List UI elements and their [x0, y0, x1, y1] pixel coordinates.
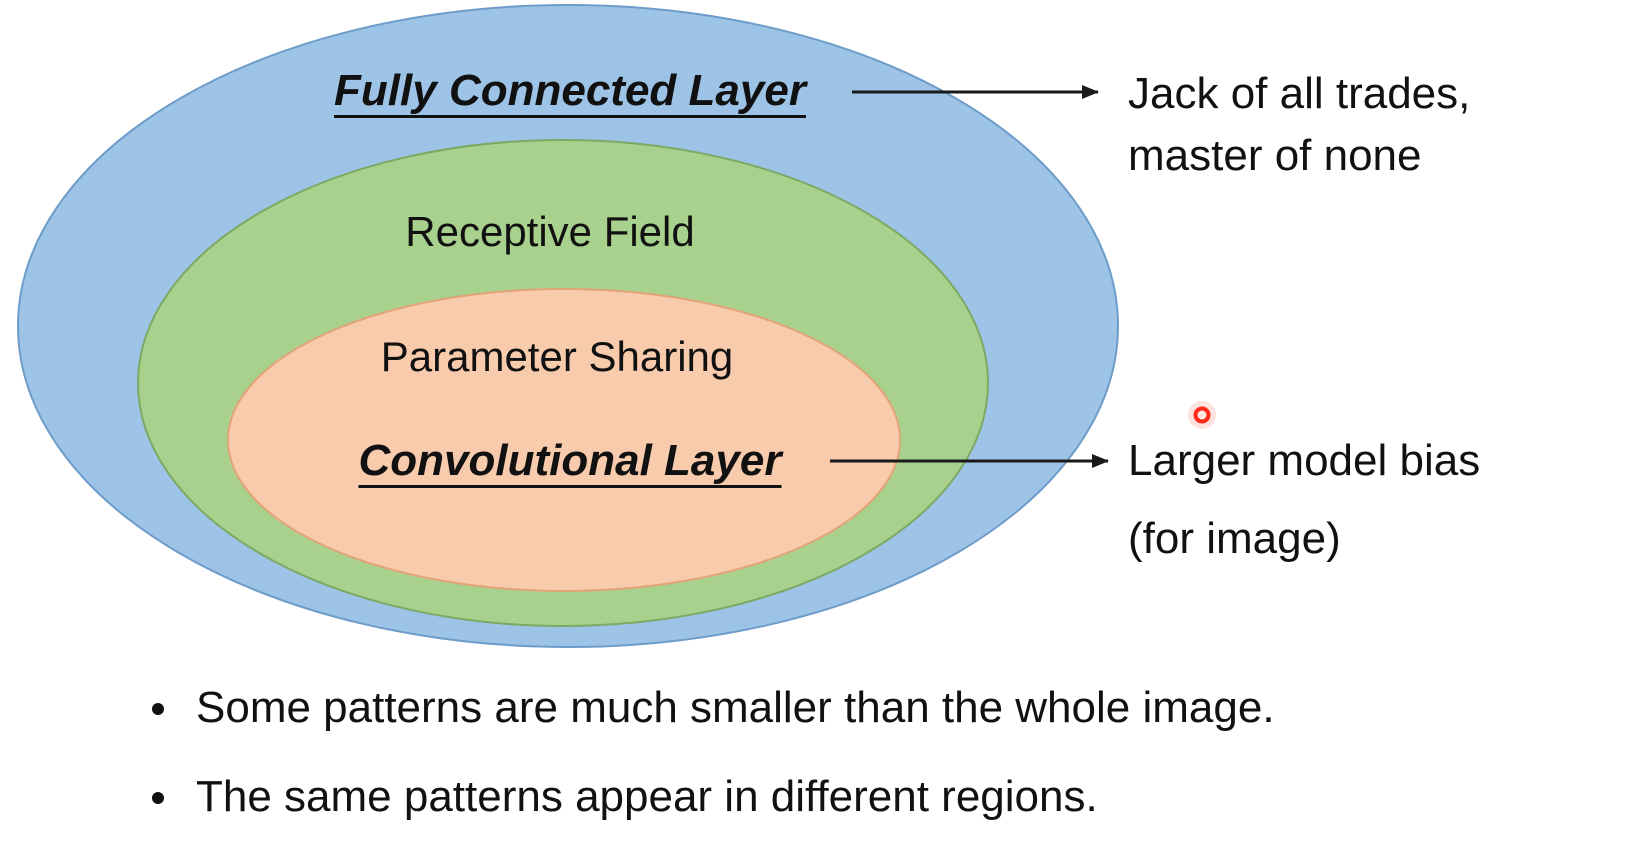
bullet-list: Some patterns are much smaller than the … [150, 682, 1275, 860]
conv-annotation-line1: Larger model bias [1128, 436, 1481, 485]
conv-annotation: Larger model bias (for image) [1128, 430, 1480, 571]
fully-connected-label: Fully Connected Layer [334, 66, 806, 115]
conv-annotation-line2: (for image) [1128, 514, 1341, 564]
bullet-item: The same patterns appear in different re… [150, 771, 1275, 824]
fc-annotation-line2: master of none [1128, 131, 1422, 181]
fc-annotation-line1: Jack of all trades, [1128, 69, 1471, 118]
parameter-sharing-label: Parameter Sharing [380, 333, 734, 380]
bullet-item: Some patterns are much smaller than the … [150, 682, 1275, 735]
laser-pointer-dot [1188, 401, 1216, 429]
fc-annotation: Jack of all trades, master of none [1128, 63, 1470, 188]
convolutional-ellipse [227, 288, 901, 592]
convolutional-label: Convolutional Layer [358, 436, 782, 485]
receptive-field-label: Receptive Field [405, 208, 695, 255]
